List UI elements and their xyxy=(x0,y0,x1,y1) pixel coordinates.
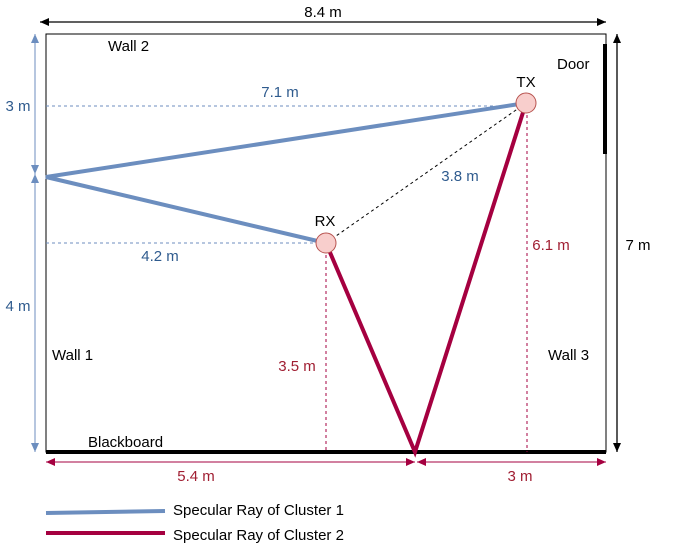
tx-label: TX xyxy=(516,74,535,91)
tx-rx-guide xyxy=(325,102,527,244)
wall1-label: Wall 1 xyxy=(52,347,93,364)
tx-to-blackboard-label: 6.1 m xyxy=(532,237,570,254)
legend-cluster1-label: Specular Ray of Cluster 1 xyxy=(173,502,344,519)
legend-cluster1-swatch xyxy=(45,509,166,515)
left-top-label: 3 m xyxy=(5,98,30,115)
rx-to-wall1-label: 4.2 m xyxy=(141,248,179,265)
left-bottom-label: 4 m xyxy=(5,298,30,315)
rx-node xyxy=(315,232,337,254)
legend: Specular Ray of Cluster 1 Specular Ray o… xyxy=(45,502,344,544)
tx-to-wall1-label: 7.1 m xyxy=(261,84,299,101)
cluster1-ray xyxy=(45,101,527,245)
rx-label: RX xyxy=(315,213,336,230)
legend-cluster2-label: Specular Ray of Cluster 2 xyxy=(173,527,344,544)
bottom-right-label: 3 m xyxy=(507,468,532,485)
wall3-label: Wall 3 xyxy=(548,347,589,364)
tx-rx-label: 3.8 m xyxy=(441,168,479,185)
width-label: 8.4 m xyxy=(304,4,342,21)
cluster2-ray xyxy=(324,102,528,458)
blackboard-label: Blackboard xyxy=(88,434,163,451)
door-label: Door xyxy=(557,56,590,73)
bottom-left-label: 5.4 m xyxy=(177,468,215,485)
rx-to-blackboard-label: 3.5 m xyxy=(278,358,316,375)
height-label: 7 m xyxy=(625,237,650,254)
wall2-label: Wall 2 xyxy=(108,38,149,55)
tx-node xyxy=(515,92,537,114)
